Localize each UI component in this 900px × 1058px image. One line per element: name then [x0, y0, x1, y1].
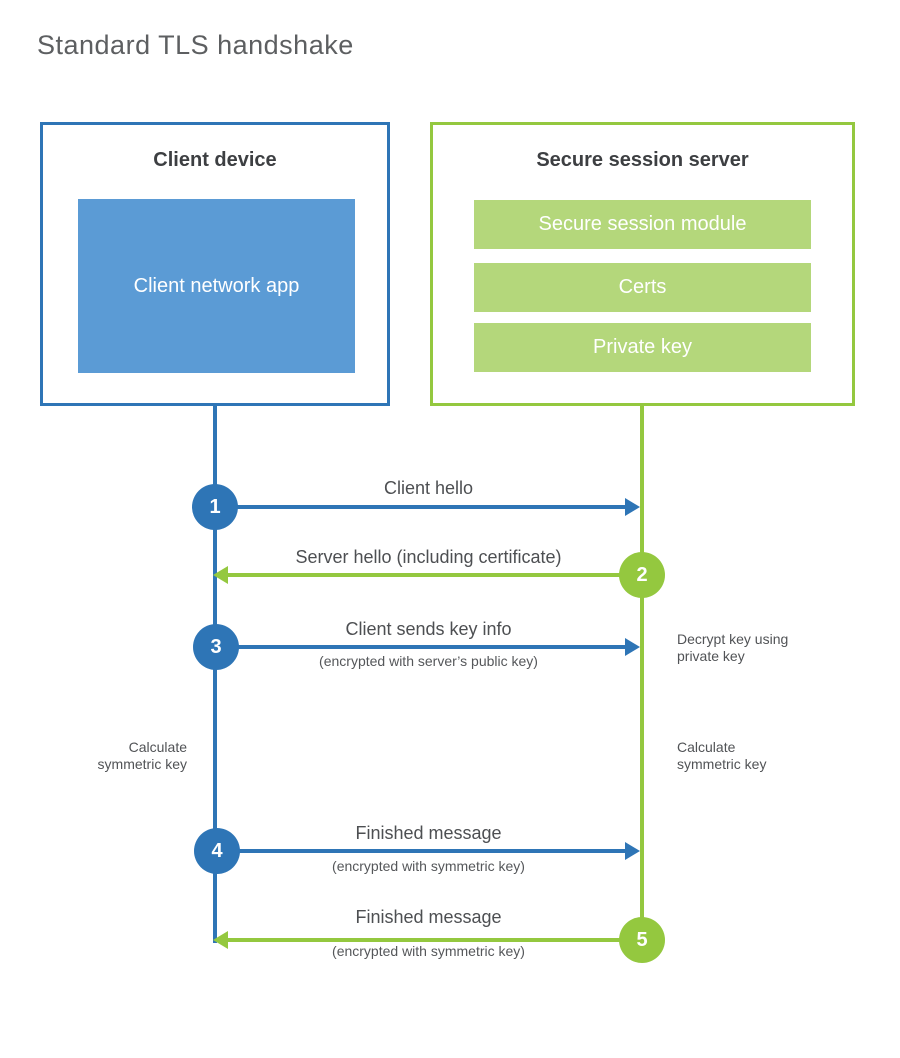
arrow-step-2 — [228, 573, 642, 577]
client-device-box: Client device Client network app — [40, 122, 390, 406]
note-calculate-symmetric-key-server: Calculate symmetric key — [677, 739, 767, 772]
client-device-title: Client device — [153, 149, 277, 171]
server-title: Secure session server — [536, 149, 749, 171]
client-lifeline — [213, 405, 217, 943]
message-label-5: Finished message — [355, 907, 502, 927]
arrowhead-step-3 — [625, 638, 640, 656]
step-circle-5: 5 — [619, 917, 665, 963]
message-sublabel-5: (encrypted with symmetric key) — [332, 943, 525, 959]
note-calculate-symmetric-key-client: Calculate symmetric key — [97, 739, 187, 772]
server-module-private-key: Private key — [474, 323, 811, 372]
client-network-app-box: Client network app — [78, 199, 355, 373]
message-label-2: Server hello (including certificate) — [295, 547, 562, 567]
page-title: Standard TLS handshake — [37, 30, 354, 60]
step-circle-2: 2 — [619, 552, 665, 598]
arrow-step-1 — [215, 505, 625, 509]
step-circle-4: 4 — [194, 828, 240, 874]
arrowhead-step-2 — [213, 566, 228, 584]
server-lifeline — [640, 405, 644, 919]
arrow-step-3 — [216, 645, 625, 649]
step-circle-1: 1 — [192, 484, 238, 530]
message-label-4: Finished message — [355, 823, 502, 843]
arrow-step-5 — [228, 938, 641, 942]
server-box: Secure session server Secure session mod… — [430, 122, 855, 406]
message-label-1: Client hello — [383, 478, 474, 498]
message-label-3: Client sends key info — [345, 619, 512, 639]
note-decrypt-key: Decrypt key using private key — [677, 631, 789, 664]
arrow-step-4 — [217, 849, 625, 853]
step-circle-3: 3 — [193, 624, 239, 670]
message-sublabel-4: (encrypted with symmetric key) — [332, 858, 525, 874]
arrowhead-step-1 — [625, 498, 640, 516]
arrowhead-step-5 — [213, 931, 228, 949]
message-sublabel-3: (encrypted with server’s public key) — [319, 653, 538, 669]
server-module-secure-session: Secure session module — [474, 200, 811, 249]
server-module-certs: Certs — [474, 263, 811, 312]
arrowhead-step-4 — [625, 842, 640, 860]
